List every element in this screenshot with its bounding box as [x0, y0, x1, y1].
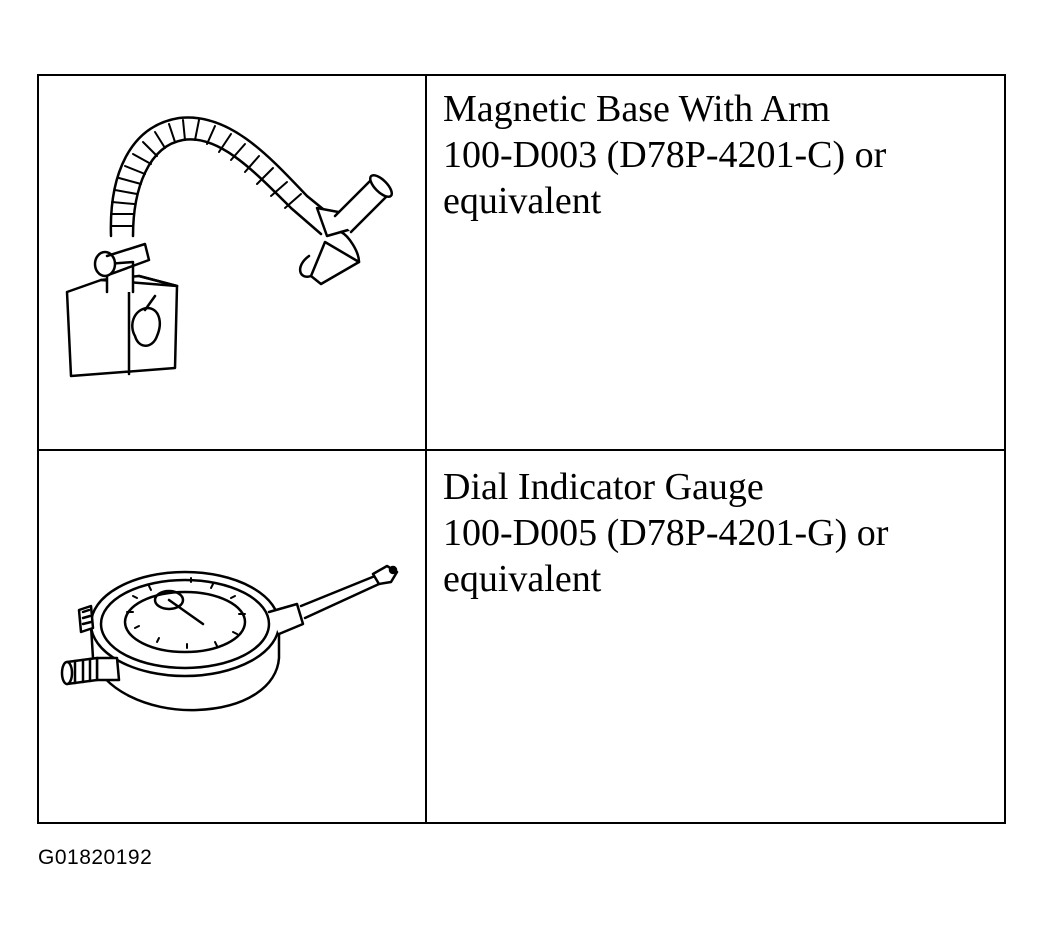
tool-description-1: Magnetic Base With Arm 100-D003 (D78P-42… [443, 86, 983, 224]
row-divider [39, 449, 1004, 451]
tool-name: Dial Indicator Gauge [443, 466, 764, 508]
magnetic-base-arm-icon [59, 96, 399, 401]
dial-indicator-icon [57, 562, 399, 717]
tool-part-number: 100-D003 (D78P-4201-C) or [443, 134, 887, 176]
tool-description-2: Dial Indicator Gauge 100-D005 (D78P-4201… [443, 464, 983, 602]
tool-table: Magnetic Base With Arm 100-D003 (D78P-42… [37, 74, 1006, 824]
tool-part-number: 100-D005 (D78P-4201-G) or [443, 512, 889, 554]
tool-note: equivalent [443, 180, 602, 222]
tool-note: equivalent [443, 558, 602, 600]
figure-id: G01820192 [38, 846, 153, 869]
tool-name: Magnetic Base With Arm [443, 88, 831, 130]
